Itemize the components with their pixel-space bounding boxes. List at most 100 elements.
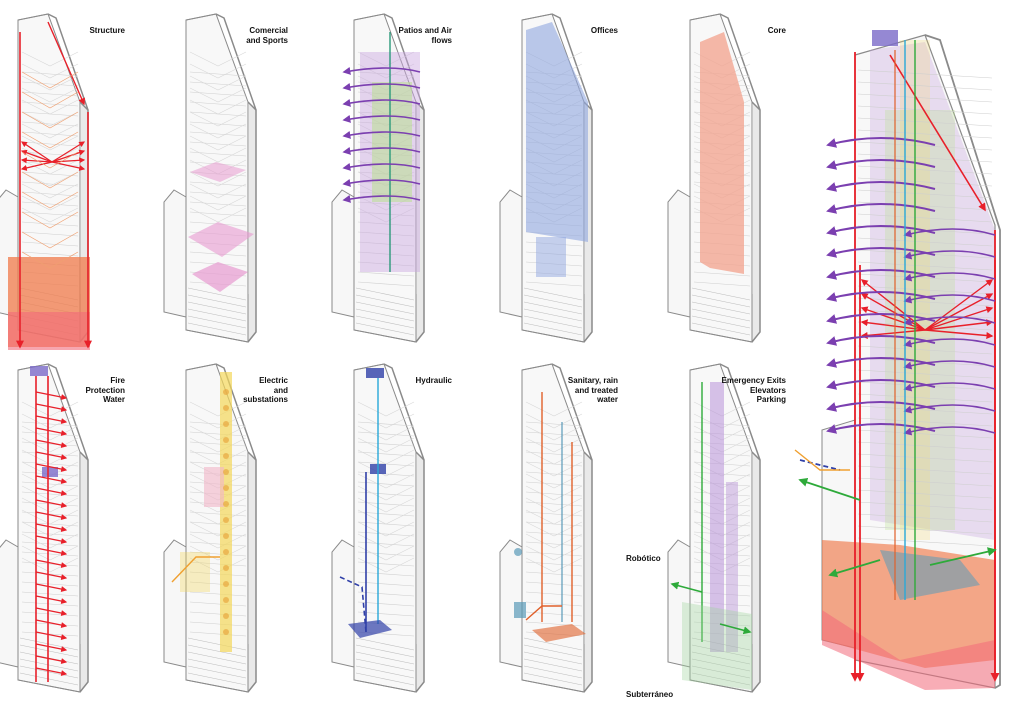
brace-line [189,509,247,525]
electric-riser [220,372,232,652]
floor-line [357,221,415,227]
basement-line [187,644,247,658]
big-floor-line [857,489,993,499]
tower-edge [751,101,761,343]
basement-line [523,637,583,651]
tower-ridge [47,13,89,111]
basement-line [691,315,751,329]
big-structure-arrow [924,319,994,331]
brace-line [189,521,247,537]
fire-branch [35,547,68,557]
tower-edge [751,451,761,693]
structure-arrow [20,161,53,171]
fire-branch [35,631,68,641]
tower-ridge [47,363,89,461]
big-base-pink [822,610,995,690]
fire-branch [35,403,68,413]
commercial-slab [192,262,248,292]
structure-arrow [51,161,86,171]
basement-line [523,665,583,679]
basement-line [523,308,583,322]
structure-brace [21,71,79,89]
electric-node [223,517,229,523]
basement-line [691,658,751,672]
floor-line [21,551,79,557]
structure-brace [21,111,79,129]
brace-line [21,99,79,115]
floor-line [189,121,247,127]
structure-arrow [51,149,86,163]
electric-node [223,629,229,635]
water-supply [339,576,367,633]
brace-line [21,425,79,441]
basement-line [523,301,583,315]
floor-line [189,431,247,437]
brace-line [189,183,247,199]
floor-line [21,491,79,497]
podium [331,539,355,668]
floor-line [21,581,79,587]
floor-line [189,551,247,557]
basement-line [355,315,415,329]
offices-volume [536,237,566,277]
structure-arrow [20,149,53,163]
basement-line [523,651,583,665]
basement-line [187,637,247,651]
electric-node [223,421,229,427]
floor-line [189,531,247,537]
tower-face [353,363,417,693]
panel-label-offices: Offices [590,26,618,35]
floor-line [189,591,247,597]
big-floor-line [857,405,993,415]
big-airflow-arrow [826,379,936,390]
elevator-shaft [726,482,738,652]
basement-box [185,282,249,343]
brace-line [525,425,583,441]
floor-line [21,431,79,437]
big-floor-line [857,537,993,547]
structure-arrow [51,141,86,163]
panel-emergency [667,363,761,693]
floor-line [357,241,415,247]
big-floor-line [857,453,993,463]
electric-node [223,533,229,539]
basement-line [187,672,247,686]
floor-line [21,241,79,247]
brace-line [357,401,415,417]
structure-brace [21,211,79,229]
airflow-arrow [342,194,421,203]
floor-line [189,421,247,427]
basement-line [19,672,79,686]
floor-line [357,591,415,597]
floor-line [525,431,583,437]
brace-line [357,497,415,513]
floor-line [525,281,583,287]
tower-top-edge [689,13,721,21]
exit-arrow [719,623,752,635]
electric-node [223,453,229,459]
tower-ridge [719,13,761,111]
big-floor-line [857,345,993,355]
electric-node [223,581,229,587]
fire-branch [35,619,68,629]
structure-arrow [20,157,53,164]
podium [331,189,355,318]
big-structure-arrow [924,293,994,331]
brace-line [21,87,79,103]
basement-line [19,658,79,672]
brace-line [21,207,79,223]
big-airflow-arrow [826,247,936,258]
panel-label-core: Core [767,26,786,35]
podium [667,189,691,318]
basement-line [523,644,583,658]
floor-line [189,141,247,147]
elevator-shaft [710,382,724,652]
big-airflow-arrow [826,159,936,170]
big-electric-feed [794,449,850,471]
panel-commercial [163,13,257,343]
fire-branch [35,571,68,581]
floor-line [357,451,415,457]
big-structure-arrow [924,329,994,339]
brace-line [21,509,79,525]
fire-branch [35,535,68,545]
